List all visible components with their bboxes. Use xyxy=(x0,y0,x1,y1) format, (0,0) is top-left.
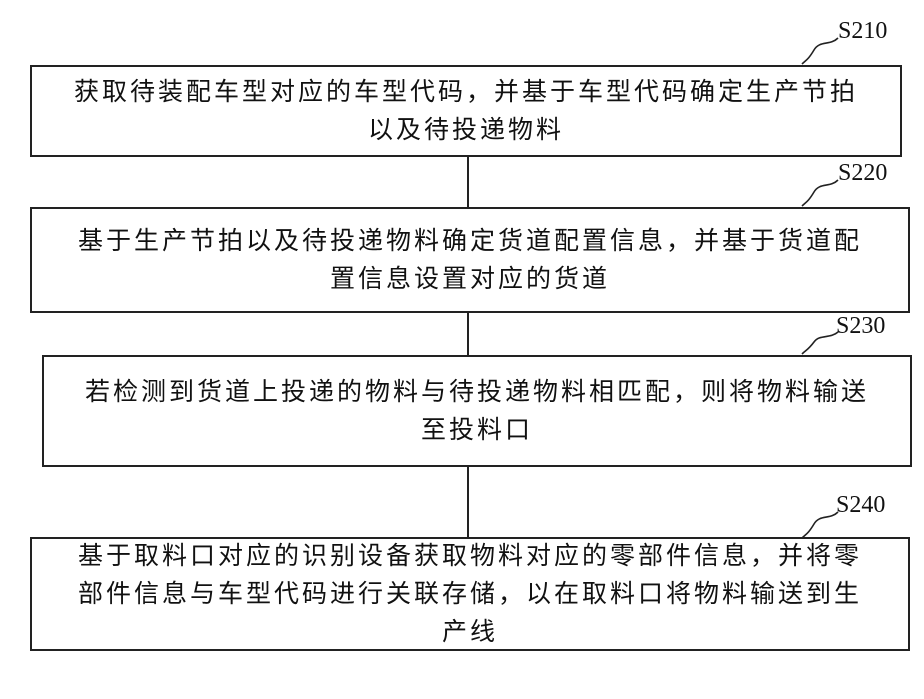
step-text-line: 若检测到货道上投递的物料与待投递物料相匹配，则将物料输送 xyxy=(85,373,869,411)
step-label-s220: S220 xyxy=(838,160,887,187)
leader-curve-s220 xyxy=(800,178,840,208)
flow-connector xyxy=(467,157,469,207)
step-label-s240: S240 xyxy=(836,492,885,519)
step-label-s230: S230 xyxy=(836,313,885,340)
step-text-line: 获取待装配车型对应的车型代码，并基于车型代码确定生产节拍 xyxy=(74,73,858,111)
step-text-line: 基于取料口对应的识别设备获取物料对应的零部件信息，并将零 xyxy=(78,537,862,575)
step-box-s220: 基于生产节拍以及待投递物料确定货道配置信息，并基于货道配 置信息设置对应的货道 xyxy=(30,207,910,313)
flow-connector xyxy=(467,467,469,537)
step-text-line: 产线 xyxy=(442,613,498,651)
step-text-line: 至投料口 xyxy=(421,411,533,449)
step-label-s210: S210 xyxy=(838,18,887,45)
leader-curve-s210 xyxy=(800,36,840,66)
step-text-line: 基于生产节拍以及待投递物料确定货道配置信息，并基于货道配 xyxy=(78,222,862,260)
step-box-s240: 基于取料口对应的识别设备获取物料对应的零部件信息，并将零 部件信息与车型代码进行… xyxy=(30,537,910,651)
step-box-s230: 若检测到货道上投递的物料与待投递物料相匹配，则将物料输送 至投料口 xyxy=(42,355,912,467)
leader-curve-s230 xyxy=(800,330,840,356)
flow-connector xyxy=(467,313,469,355)
step-text-line: 置信息设置对应的货道 xyxy=(330,260,610,298)
step-text-line: 以及待投递物料 xyxy=(368,111,564,149)
leader-curve-s240 xyxy=(800,510,840,540)
step-box-s210: 获取待装配车型对应的车型代码，并基于车型代码确定生产节拍 以及待投递物料 xyxy=(30,65,902,157)
step-text-line: 部件信息与车型代码进行关联存储，以在取料口将物料输送到生 xyxy=(78,575,862,613)
